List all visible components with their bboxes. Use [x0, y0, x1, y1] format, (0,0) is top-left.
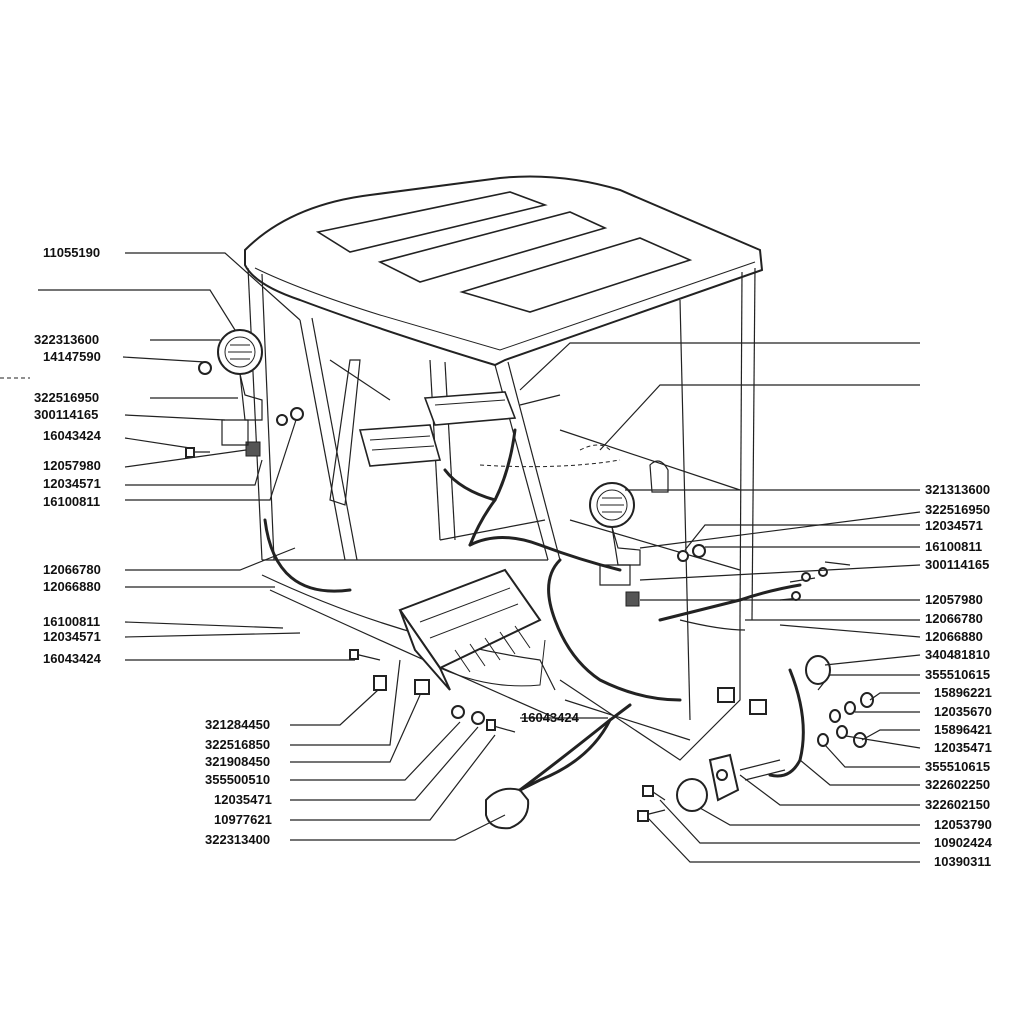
part-label: 322602150 — [925, 797, 991, 812]
part-label: 15896221 — [934, 685, 992, 700]
lower-components — [451, 619, 874, 830]
part-label: 16100811 — [925, 539, 983, 554]
ceiling-boxes — [358, 391, 517, 467]
part-label: 322516850 — [205, 737, 271, 752]
leader-lines — [0, 252, 921, 863]
part-label: 12066780 — [925, 611, 983, 626]
part-label: 10977621 — [214, 812, 272, 827]
fuse-box — [349, 568, 546, 695]
part-label: 322516950 — [925, 502, 991, 517]
part-label: 12057980 — [925, 592, 983, 607]
wiring-harness — [263, 428, 851, 797]
part-label: 12066880 — [43, 579, 101, 594]
part-label: 340481810 — [925, 647, 991, 662]
part-label: 12053790 — [934, 817, 992, 832]
part-label: 16043424 — [43, 651, 101, 666]
part-label: 12066880 — [925, 629, 983, 644]
cab-roof — [244, 175, 764, 367]
part-label: 12066780 — [43, 562, 101, 577]
part-label: 16100811 — [43, 614, 101, 629]
left-work-lamp — [185, 329, 304, 458]
part-label: 12034571 — [43, 629, 101, 644]
part-label: 11055190 — [43, 245, 101, 260]
part-label: 12034571 — [925, 518, 983, 533]
right-work-lamp — [589, 460, 706, 607]
part-label: 322516950 — [34, 390, 100, 405]
part-label: 355500510 — [205, 772, 271, 787]
part-label: 12035471 — [214, 792, 272, 807]
part-label: 300114165 — [34, 407, 99, 422]
part-label: 322313600 — [34, 332, 100, 347]
part-label: 14147590 — [43, 349, 101, 364]
part-label: 12034571 — [43, 476, 101, 491]
part-label: 322602250 — [925, 777, 991, 792]
part-label: 10390311 — [934, 854, 992, 869]
part-label: 321908450 — [205, 754, 271, 769]
part-label: 321313600 — [925, 482, 991, 497]
part-label: 12057980 — [43, 458, 101, 473]
part-label: 12035670 — [934, 704, 992, 719]
part-label: 12035471 — [934, 740, 992, 755]
part-label: 300114165 — [925, 557, 990, 572]
part-label: 16043424 — [521, 710, 579, 725]
part-label: 322313400 — [205, 832, 271, 847]
part-label: 16100811 — [43, 494, 101, 509]
part-label: 321284450 — [205, 717, 271, 732]
part-label: 16043424 — [43, 428, 101, 443]
part-label: 10902424 — [934, 835, 992, 850]
cab-frame — [247, 267, 756, 761]
part-label: 15896421 — [934, 722, 992, 737]
part-label: 355510615 — [925, 667, 991, 682]
part-label: 355510615 — [925, 759, 991, 774]
